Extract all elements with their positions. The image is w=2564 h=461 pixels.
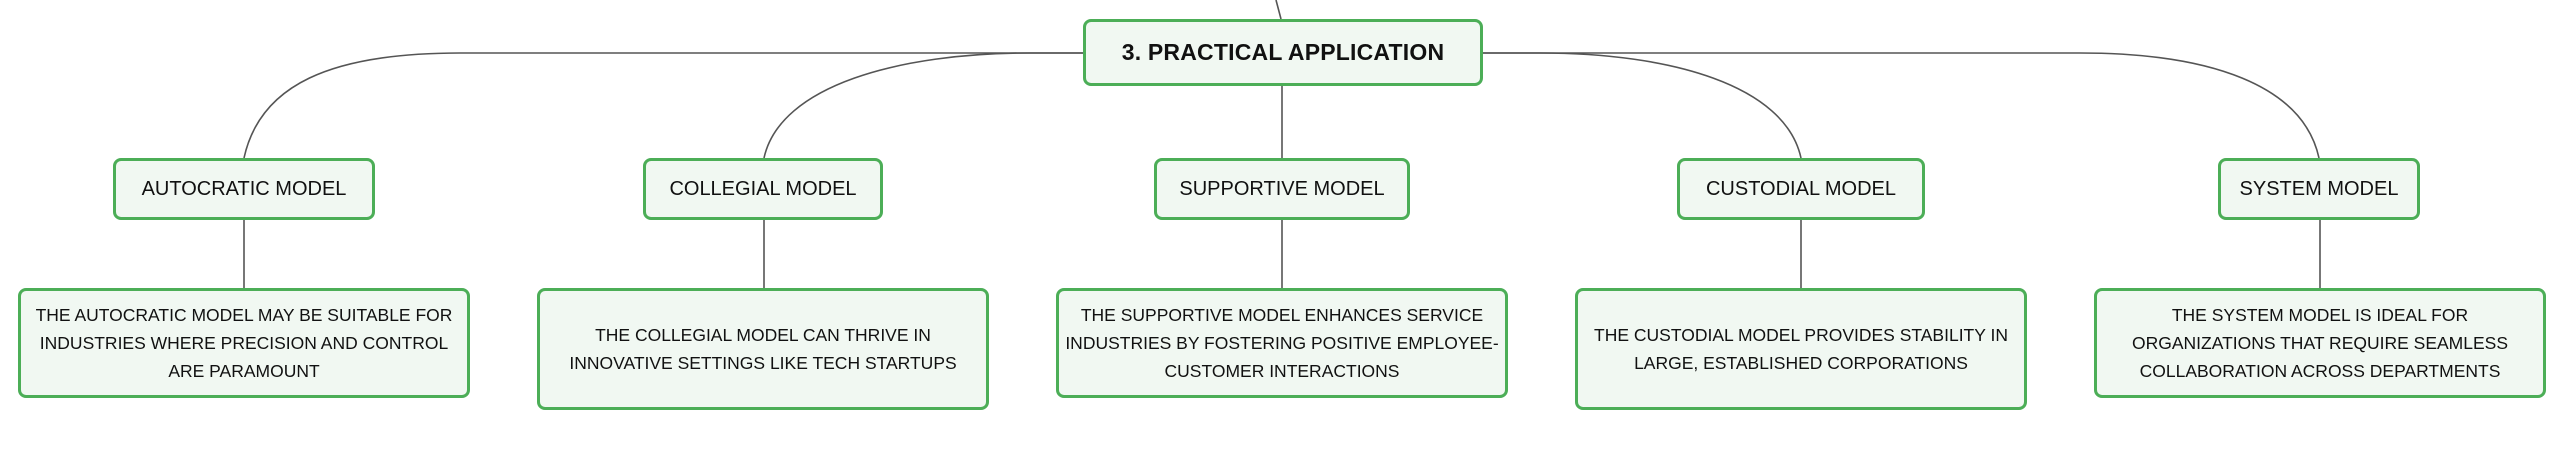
detail-node-supportive-model[interactable]: THE SUPPORTIVE MODEL ENHANCES SERVICE IN… — [1056, 288, 1508, 398]
detail-node-collegial-model[interactable]: THE COLLEGIAL MODEL CAN THRIVE IN INNOVA… — [537, 288, 989, 410]
branch-node-autocratic-model[interactable]: AUTOCRATIC MODEL — [113, 158, 375, 220]
connector-root-to-system — [1483, 52, 2320, 159]
detail-node-autocratic-model[interactable]: THE AUTOCRATIC MODEL MAY BE SUITABLE FOR… — [18, 288, 470, 398]
connector-root-to-custodial — [1483, 52, 1802, 159]
branch-node-collegial-model[interactable]: COLLEGIAL MODEL — [643, 158, 883, 220]
branch-node-supportive-model[interactable]: SUPPORTIVE MODEL — [1154, 158, 1410, 220]
root-node-practical-application[interactable]: 3. PRACTICAL APPLICATION — [1083, 19, 1483, 86]
detail-node-system-model[interactable]: THE SYSTEM MODEL IS IDEAL FOR ORGANIZATI… — [2094, 288, 2546, 398]
connector-root-to-autocratic — [243, 52, 1083, 159]
connector-root-to-collegial — [763, 52, 1083, 159]
branch-node-custodial-model[interactable]: CUSTODIAL MODEL — [1677, 158, 1925, 220]
branch-node-system-model[interactable]: SYSTEM MODEL — [2218, 158, 2420, 220]
connector-parent-to-root — [1275, 0, 1282, 20]
detail-node-custodial-model[interactable]: THE CUSTODIAL MODEL PROVIDES STABILITY I… — [1575, 288, 2027, 410]
